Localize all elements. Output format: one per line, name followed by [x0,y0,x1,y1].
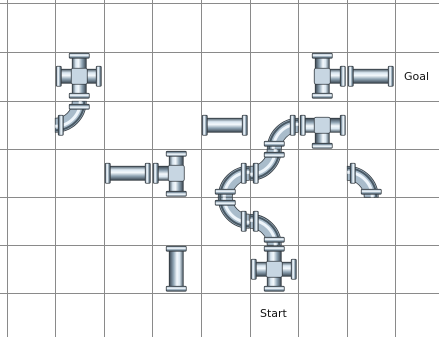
straight-pipe-piece[interactable] [202,115,247,135]
straight-pipe-piece[interactable] [105,163,150,183]
goal-label: Goal [404,71,429,82]
tee-pipe-piece[interactable] [153,151,186,196]
cross-pipe-piece[interactable] [251,246,296,291]
pipe-pieces [55,53,393,291]
elbow-pipe-piece[interactable] [250,211,284,245]
elbow-pipe-piece[interactable] [215,163,249,197]
elbow-pipe-piece[interactable] [347,163,381,197]
tee-pipe-piece[interactable] [312,53,345,98]
elbow-pipe-piece[interactable] [250,149,284,183]
tee-pipe-piece[interactable] [300,115,345,148]
straight-pipe-piece[interactable] [166,246,186,291]
elbow-pipe-piece[interactable] [264,115,298,149]
start-label: Start [260,308,287,319]
elbow-pipe-piece[interactable] [55,101,89,135]
cross-pipe-piece[interactable] [56,53,101,98]
straight-pipe-piece[interactable] [348,66,393,86]
elbow-pipe-piece[interactable] [215,197,249,231]
